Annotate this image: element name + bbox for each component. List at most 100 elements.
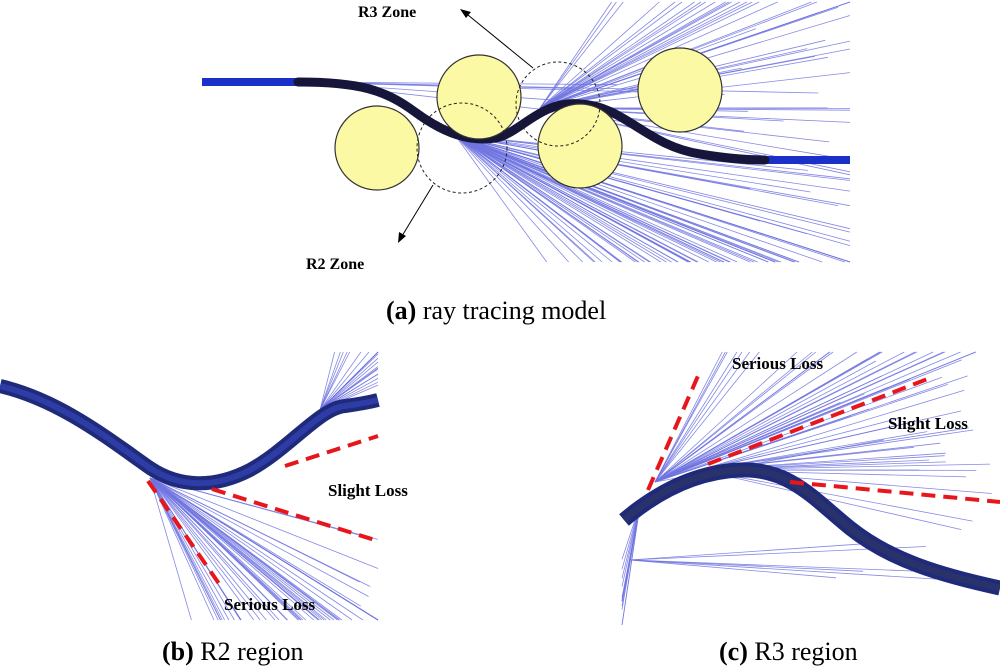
ray-line bbox=[454, 134, 697, 263]
ray-line bbox=[454, 134, 667, 263]
ray-line bbox=[454, 134, 775, 263]
ray-line bbox=[454, 134, 851, 181]
roller-top-left bbox=[436, 54, 522, 140]
ray-line bbox=[454, 134, 758, 263]
ray-line bbox=[654, 351, 728, 483]
ray-line bbox=[454, 134, 751, 263]
ray-line bbox=[699, 469, 973, 522]
r3-zone-label: R3 Zone bbox=[358, 4, 416, 21]
ray-line bbox=[654, 358, 868, 483]
caption-c-letter: (c) bbox=[719, 637, 748, 666]
ray-line bbox=[621, 504, 641, 610]
ray-line bbox=[629, 559, 837, 579]
ray-line bbox=[149, 477, 338, 621]
slight-loss-boundary-upper bbox=[284, 434, 379, 468]
ray-line bbox=[539, 1, 617, 109]
slight-loss-label-b: Slight Loss bbox=[328, 481, 408, 500]
ray-line bbox=[319, 351, 335, 411]
serious-loss-label-c: Serious Loss bbox=[732, 354, 824, 373]
ray-line bbox=[149, 477, 267, 621]
ray-line bbox=[699, 417, 900, 471]
ray-line bbox=[454, 134, 622, 263]
ray-line bbox=[629, 559, 992, 583]
ray-line bbox=[319, 351, 370, 411]
caption-a-letter: (a) bbox=[386, 296, 416, 325]
ray-line bbox=[539, 1, 612, 109]
ray-line bbox=[539, 1, 660, 109]
caption-b-letter: (b) bbox=[162, 637, 194, 666]
ray-line bbox=[454, 134, 724, 263]
caption-b: (b) R2 region bbox=[162, 637, 304, 666]
ray-line bbox=[654, 351, 934, 483]
ray-line bbox=[654, 351, 905, 483]
ray-line bbox=[454, 134, 799, 263]
ray-line bbox=[539, 1, 695, 109]
ray-line bbox=[454, 134, 651, 263]
ray-line bbox=[149, 477, 255, 621]
ray-line bbox=[654, 360, 877, 483]
ray-line bbox=[539, 1, 716, 109]
r3-zone-circle bbox=[515, 61, 601, 147]
slight-loss-boundary-upper-c bbox=[707, 376, 931, 466]
ray-line bbox=[454, 134, 603, 263]
panel-ray-tracing-model: R3 Zone R2 Zone (a) ray tracing model bbox=[202, 1, 851, 325]
ray-line bbox=[654, 351, 858, 483]
ray-line bbox=[539, 1, 624, 109]
ray-line bbox=[539, 1, 676, 109]
ray-line bbox=[149, 477, 307, 621]
r2-zone-arrowhead bbox=[398, 232, 406, 243]
ray-line bbox=[654, 351, 813, 483]
slight-loss-boundary-lower bbox=[211, 487, 379, 543]
ray-line bbox=[454, 134, 811, 193]
r3-zone-arrowhead bbox=[460, 9, 471, 18]
ray-line bbox=[149, 477, 280, 621]
ray-line bbox=[149, 477, 360, 583]
ray-line bbox=[319, 351, 351, 411]
caption-c-text: R3 region bbox=[748, 637, 858, 666]
ray-line bbox=[319, 361, 379, 411]
ray-line bbox=[149, 477, 261, 621]
ray-line bbox=[319, 366, 379, 411]
ray-line bbox=[454, 134, 738, 263]
ray-line bbox=[149, 477, 362, 607]
roller-left-bottom bbox=[334, 105, 420, 191]
panel-r2-region: Slight Loss Serious Loss (b) R2 region bbox=[0, 351, 408, 666]
ray-line bbox=[454, 134, 851, 230]
ray-line bbox=[454, 134, 717, 263]
ray-line bbox=[654, 351, 944, 483]
ray-line bbox=[654, 351, 961, 483]
ray-line bbox=[654, 351, 760, 483]
ray-line bbox=[539, 1, 706, 109]
slight-loss-label-c: Slight Loss bbox=[888, 414, 968, 433]
ray-line bbox=[149, 477, 369, 597]
r3-zone-arrow bbox=[467, 14, 534, 69]
fiber-bent-section bbox=[293, 77, 770, 165]
ray-line bbox=[319, 357, 379, 411]
ray-line bbox=[149, 477, 288, 621]
ray-line bbox=[654, 351, 738, 483]
ray-line bbox=[149, 477, 314, 621]
ray-line bbox=[539, 1, 683, 109]
ray-line bbox=[454, 134, 678, 263]
ray-line bbox=[149, 477, 192, 621]
ray-line bbox=[319, 351, 341, 411]
ray-line bbox=[454, 134, 851, 192]
ray-line bbox=[699, 389, 965, 471]
ray-line bbox=[454, 134, 851, 246]
ray-line bbox=[454, 134, 851, 233]
ray-line bbox=[454, 134, 691, 263]
slight-loss-boundary-lower-c bbox=[789, 480, 1000, 504]
ray-line bbox=[149, 477, 327, 621]
ray-line bbox=[654, 351, 751, 483]
ray-line bbox=[149, 477, 379, 569]
ray-line bbox=[654, 351, 743, 483]
ray-line bbox=[149, 477, 353, 621]
ray-line bbox=[654, 375, 968, 483]
serious-loss-label-b: Serious Loss bbox=[224, 595, 316, 614]
r2-zone-arrow bbox=[401, 184, 434, 237]
fiber-r3-core bbox=[621, 466, 1000, 592]
ray-line bbox=[454, 134, 851, 242]
caption-a-text: ray tracing model bbox=[416, 296, 606, 325]
ray-line bbox=[629, 559, 929, 572]
ray-line bbox=[454, 134, 731, 263]
